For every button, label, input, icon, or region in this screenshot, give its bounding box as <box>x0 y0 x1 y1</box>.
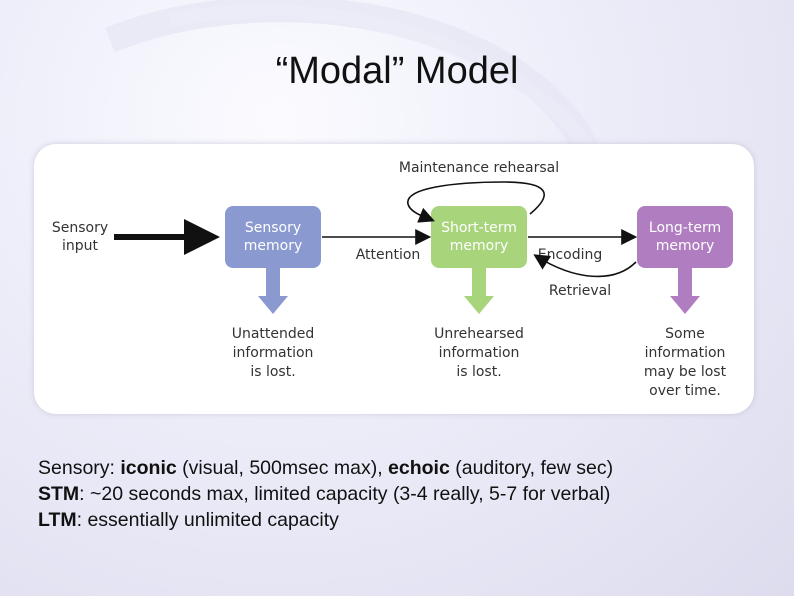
note-part-bold: LTM <box>38 509 77 531</box>
ltm-box <box>637 206 733 268</box>
ltm-loss-text-1: Some <box>665 326 705 342</box>
note-line-sensory: Sensory: iconic (visual, 500msec max), e… <box>38 455 778 481</box>
note-part: (visual, 500msec max), <box>176 457 389 479</box>
rehearsal-loop-arrow <box>407 181 545 223</box>
stm-loss-text-2: information <box>439 345 520 361</box>
sensory-loss-text-1: Unattended <box>232 326 315 342</box>
ltm-loss-text-3: may be lost <box>644 364 727 380</box>
note-line-stm: STM: ~20 seconds max, limited capacity (… <box>38 481 778 507</box>
sensory-input-label-2: input <box>62 238 99 254</box>
retrieval-label: Retrieval <box>549 283 611 299</box>
ltm-loss-text-2: information <box>645 345 726 361</box>
note-part-bold: echoic <box>388 457 450 479</box>
note-part: (auditory, few sec) <box>449 457 614 479</box>
stm-loss-text-1: Unrehearsed <box>434 326 524 342</box>
ltm-label: Long-term <box>649 220 721 236</box>
ltm-loss-arrow <box>670 268 700 314</box>
ltm-label-2: memory <box>656 238 715 254</box>
encoding-label: Encoding <box>538 247 603 263</box>
retrieval-arrow <box>533 254 637 278</box>
stm-label-2: memory <box>450 238 509 254</box>
note-part: : ~20 seconds max, limited capacity (3-4… <box>79 483 611 505</box>
stm-loss-text-3: is lost. <box>456 364 501 380</box>
note-part: Sensory: <box>38 457 121 479</box>
sensory-memory-box <box>225 206 321 268</box>
sensory-loss-text-3: is lost. <box>250 364 295 380</box>
diagram-canvas: Sensory input Sensory memory Attention S… <box>52 160 733 399</box>
stm-box <box>431 206 527 268</box>
sensory-memory-label: Sensory <box>245 220 301 236</box>
maintenance-rehearsal-label: Maintenance rehearsal <box>399 160 559 176</box>
sensory-input-label: Sensory <box>52 220 108 236</box>
stm-loss-arrow <box>464 268 494 314</box>
note-part: : essentially unlimited capacity <box>76 509 339 531</box>
sensory-loss-text-2: information <box>233 345 314 361</box>
note-part-bold: iconic <box>120 457 177 479</box>
slide-title: “Modal” Model <box>275 50 519 92</box>
sensory-loss-arrow <box>258 268 288 314</box>
note-line-ltm: LTM: essentially unlimited capacity <box>38 507 778 533</box>
sensory-memory-label-2: memory <box>244 238 303 254</box>
notes-text: Sensory: iconic (visual, 500msec max), e… <box>38 455 778 533</box>
ltm-loss-text-4: over time. <box>649 383 721 399</box>
attention-label: Attention <box>356 247 421 263</box>
modal-model-diagram: Sensory input Sensory memory Attention S… <box>34 144 754 414</box>
note-part-bold: STM <box>38 483 80 505</box>
stm-label: Short-term <box>441 220 517 236</box>
